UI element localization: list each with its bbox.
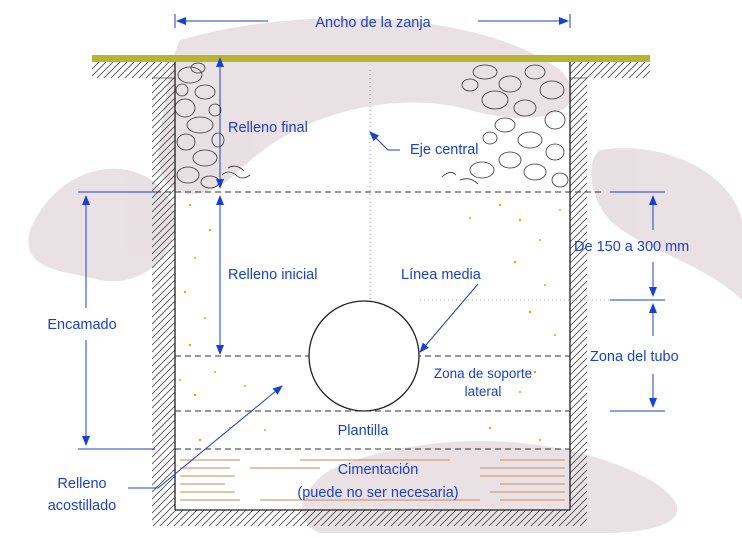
haunching-label-line1: Relleno xyxy=(57,476,106,492)
central-axis-label: Eje central xyxy=(410,142,479,158)
final-backfill-label: Relleno final xyxy=(228,120,308,136)
foundation-label-line2: (puede no ser necesaria) xyxy=(297,485,458,501)
native-soil-hatch xyxy=(92,62,650,526)
watermark-logo xyxy=(28,18,742,533)
foundation-label-line1: Cimentación xyxy=(338,462,419,478)
bedding-layer-label: Plantilla xyxy=(338,423,390,439)
dimension-lines xyxy=(78,14,665,489)
bedding-label: Encamado xyxy=(47,317,116,333)
sand-speckles xyxy=(179,203,561,442)
trench-width-label: Ancho de la zanja xyxy=(315,15,431,31)
initial-backfill-label: Relleno inicial xyxy=(228,267,317,283)
pipe-zone-label: Zona del tubo xyxy=(590,349,679,365)
midline-label: Línea media xyxy=(401,267,482,283)
range-150-300-label: De 150 a 300 mm xyxy=(574,239,689,255)
pipe xyxy=(308,300,420,412)
layer-dashed-lines xyxy=(145,191,605,450)
lateral-support-label-line2: lateral xyxy=(465,384,502,399)
ground-surface-bar xyxy=(92,55,650,62)
lateral-support-label-line1: Zona de soporte xyxy=(434,366,532,381)
haunching-label-line2: acostillado xyxy=(48,498,117,514)
final-backfill-stones xyxy=(174,62,569,189)
foundation-stripes xyxy=(180,459,565,501)
trench-walls xyxy=(174,62,571,511)
